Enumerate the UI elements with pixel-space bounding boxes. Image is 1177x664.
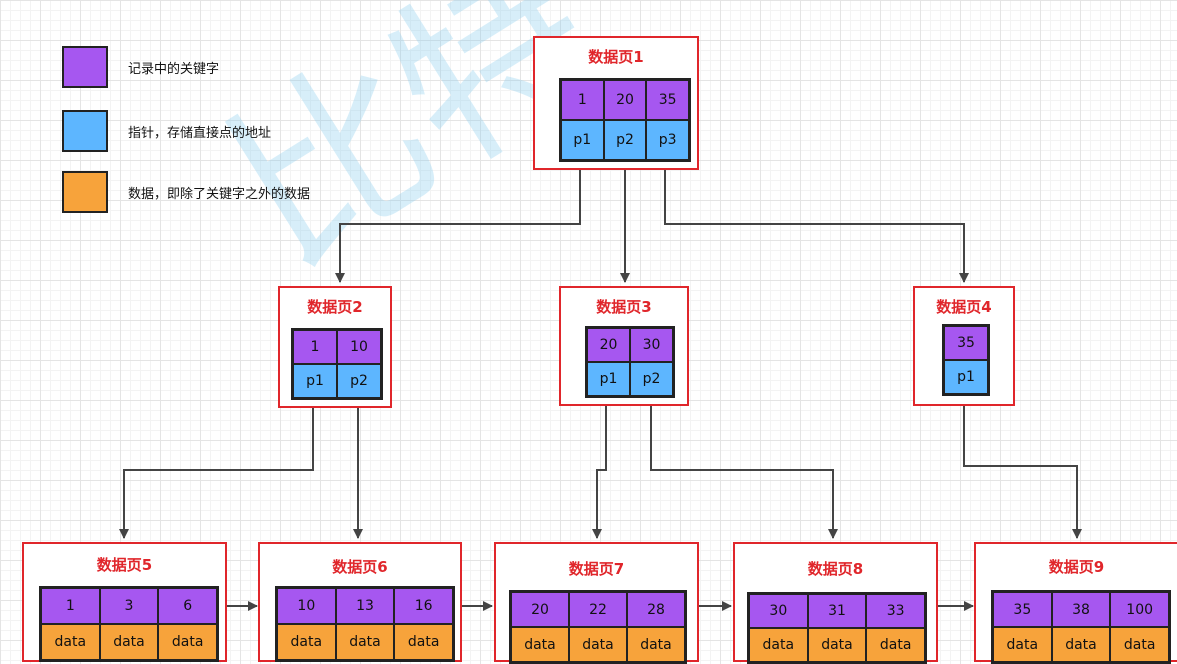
- data-cell: data: [511, 627, 569, 662]
- arrow-p1-page2-to-page5: [119, 398, 314, 539]
- pointer-cell: p2: [603, 120, 647, 160]
- key-cell: 100: [1110, 592, 1169, 627]
- key-cell: 20: [587, 328, 630, 362]
- key-cell: 33: [866, 594, 925, 628]
- page-title: 数据页4: [936, 298, 992, 316]
- page-title: 数据页5: [96, 556, 153, 574]
- page-title: 数据页2: [307, 298, 363, 316]
- data-cell: data: [1051, 627, 1111, 662]
- pointer-cell: p1: [944, 360, 988, 394]
- leaf-cells: 1 3 6 data data data: [39, 586, 219, 662]
- page-title: 数据页9: [1048, 558, 1105, 576]
- key-cell: 38: [1051, 592, 1111, 627]
- key-swatch: [62, 46, 108, 88]
- legend-label: 记录中的关键字: [128, 62, 220, 77]
- page-title: 数据页1: [588, 48, 644, 66]
- pointer-cell: p2: [337, 364, 381, 398]
- data-cell: data: [277, 624, 336, 660]
- data-cell: data: [866, 628, 925, 662]
- pointer-cell: p1: [293, 364, 337, 398]
- data-page-6: 数据页6 10 13 16 data data data: [258, 542, 462, 662]
- data-page-3: 数据页3 20 30 p1 p2: [559, 286, 689, 406]
- key-cell: 20: [603, 80, 647, 120]
- key-cell: 35: [646, 80, 689, 120]
- arrow-p2-page3-to-page8: [650, 394, 838, 539]
- leaf-cells: 10 13 16 data data data: [275, 586, 455, 662]
- key-cell: 22: [569, 592, 627, 627]
- page-title: 数据页6: [332, 558, 388, 576]
- key-cell: 16: [394, 588, 453, 624]
- leaf-cells: 35 38 100 data data data: [991, 590, 1171, 664]
- data-cell: data: [993, 627, 1052, 662]
- page-title: 数据页8: [807, 560, 864, 578]
- key-cell: 35: [944, 326, 988, 360]
- data-cell: data: [749, 628, 808, 662]
- leaf-cells: 20 22 28 data data data: [509, 590, 687, 664]
- key-cell: 10: [337, 330, 381, 364]
- data-cell: data: [807, 628, 867, 662]
- key-cell: 1: [561, 80, 604, 120]
- arrow-p3-page1-to-page4: [664, 160, 969, 283]
- page-title: 数据页7: [568, 560, 625, 578]
- data-page-2: 数据页2 1 10 p1 p2: [278, 286, 392, 408]
- pointer-swatch: [62, 110, 108, 152]
- arrow-p1-page3-to-page7: [592, 394, 607, 539]
- key-cell: 10: [277, 588, 336, 624]
- data-cell: data: [158, 624, 217, 660]
- legend-label: 数据，即除了关键字之外的数据: [128, 187, 311, 202]
- key-cell: 13: [335, 588, 395, 624]
- index-cells: 35 p1: [942, 324, 990, 396]
- page-title: 数据页3: [596, 298, 652, 316]
- data-cell: data: [99, 624, 159, 660]
- data-cell: data: [1110, 627, 1169, 662]
- key-cell: 35: [993, 592, 1052, 627]
- key-cell: 30: [630, 328, 673, 362]
- index-cells: 1 10 p1 p2: [291, 328, 383, 400]
- pointer-cell: p1: [561, 120, 604, 160]
- key-cell: 31: [807, 594, 867, 628]
- data-page-4: 数据页4 35 p1: [913, 286, 1015, 406]
- data-page-7: 数据页7 20 22 28 data data data: [494, 542, 699, 664]
- key-cell: 30: [749, 594, 808, 628]
- leaf-cells: 30 31 33 data data data: [747, 592, 927, 664]
- key-cell: 28: [627, 592, 685, 627]
- key-cell: 6: [158, 588, 217, 624]
- data-cell: data: [335, 624, 395, 660]
- pointer-cell: p2: [630, 362, 673, 396]
- index-cells: 20 30 p1 p2: [585, 326, 675, 398]
- arrow-p1-page1-to-page2: [335, 160, 581, 283]
- legend-label: 指针，存储直接点的地址: [128, 126, 272, 141]
- pointer-cell: p3: [646, 120, 689, 160]
- key-cell: 1: [293, 330, 337, 364]
- data-cell: data: [627, 627, 685, 662]
- data-page-8: 数据页8 30 31 33 data data data: [733, 542, 938, 664]
- key-cell: 1: [41, 588, 100, 624]
- index-cells: 1 20 35 p1 p2 p3: [559, 78, 691, 162]
- data-cell: data: [41, 624, 100, 660]
- data-cell: data: [394, 624, 453, 660]
- arrow-p1-page4-to-page9: [963, 394, 1082, 539]
- data-swatch: [62, 171, 108, 213]
- data-page-1: 数据页1 1 20 35 p1 p2 p3: [533, 36, 699, 170]
- key-cell: 3: [99, 588, 159, 624]
- data-page-5: 数据页5 1 3 6 data data data: [22, 542, 227, 662]
- pointer-cell: p1: [587, 362, 630, 396]
- data-cell: data: [569, 627, 627, 662]
- key-cell: 20: [511, 592, 569, 627]
- data-page-9: 数据页9 35 38 100 data data data: [974, 542, 1177, 664]
